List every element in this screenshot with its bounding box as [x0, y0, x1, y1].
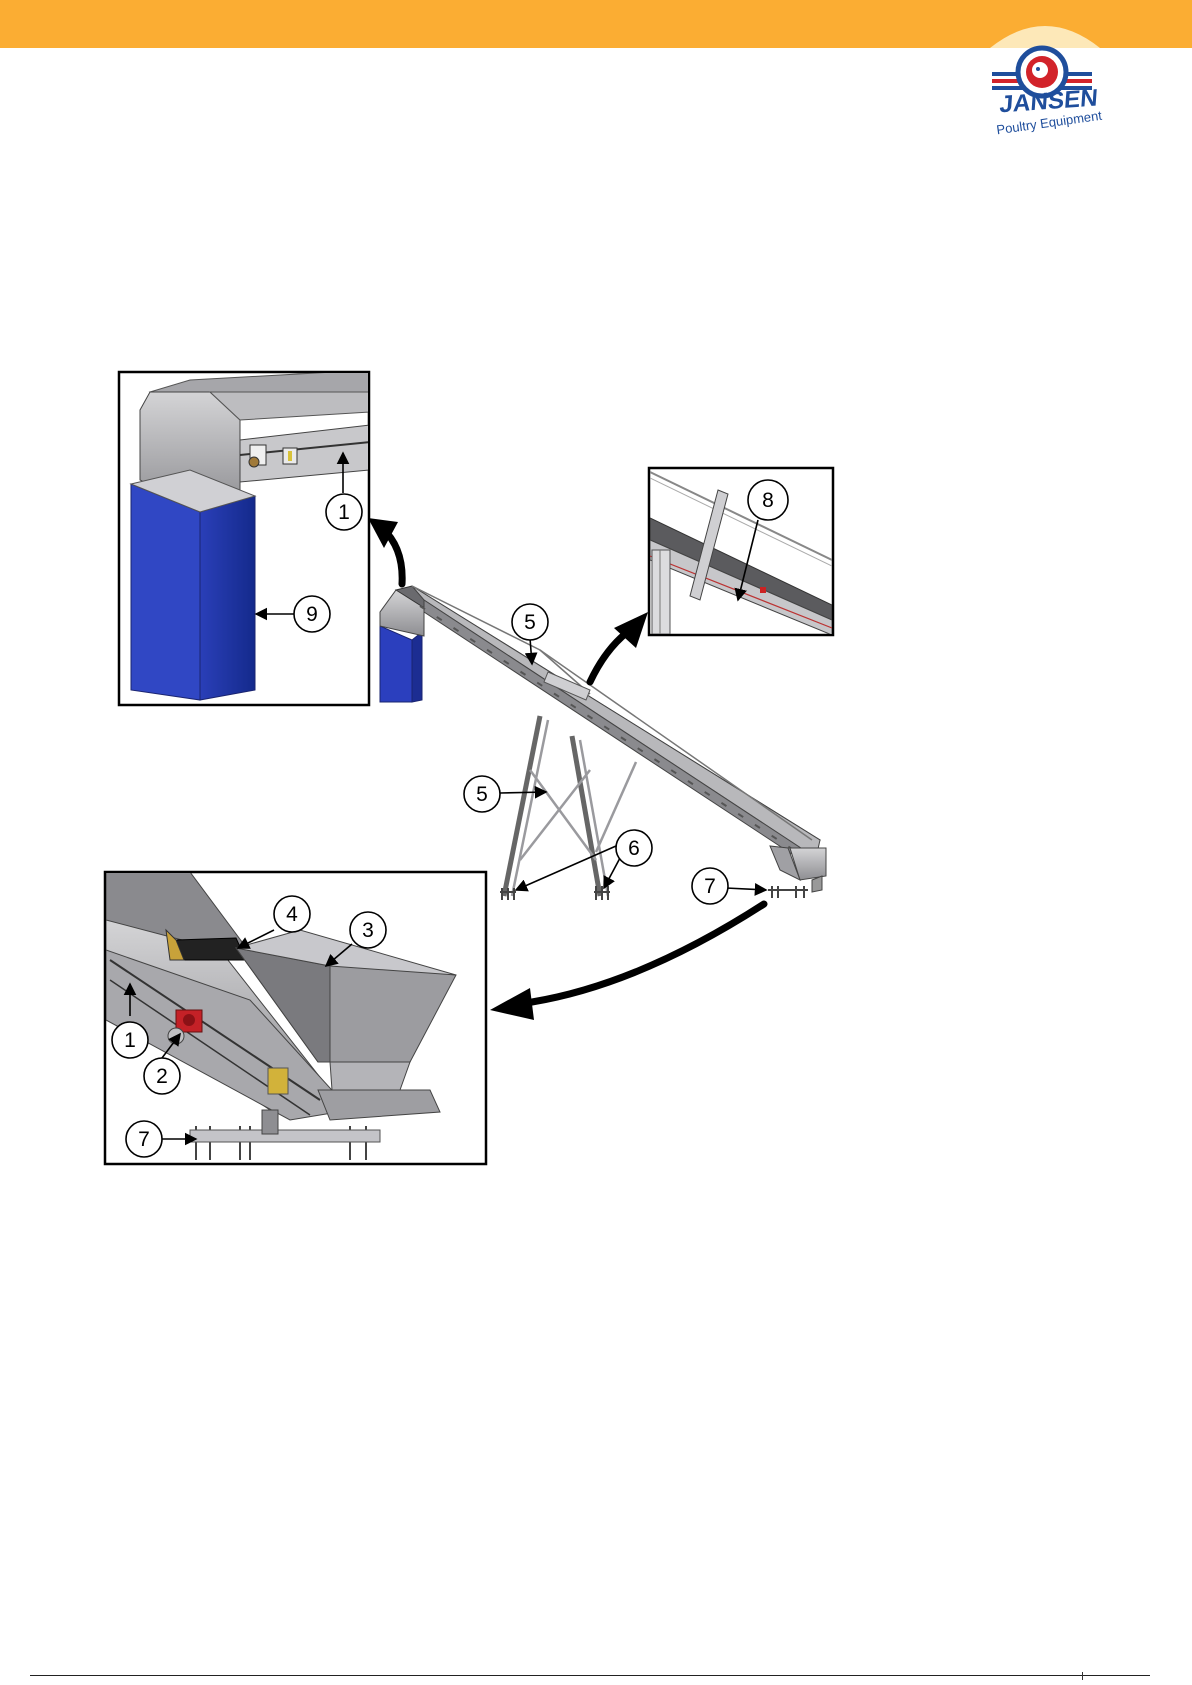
detail-belt-tension: [649, 468, 833, 635]
callout-9: 9: [306, 603, 318, 626]
footer-rule: [30, 1675, 1150, 1676]
detail-discharge-end: [119, 370, 370, 705]
callout-2: 2: [156, 1065, 168, 1088]
callout-8: 8: [762, 489, 774, 512]
callout-5-mid: 5: [476, 783, 488, 806]
footer-tick: [1082, 1672, 1083, 1680]
callout-1-bottom: 1: [124, 1029, 136, 1052]
callout-3: 3: [362, 919, 374, 942]
callout-6: 6: [628, 837, 640, 860]
callout-7-main: 7: [704, 875, 716, 898]
callout-4: 4: [286, 903, 298, 926]
callout-7-bottom: 7: [138, 1128, 150, 1151]
callout-5-top: 5: [524, 611, 536, 634]
callout-1-top: 1: [338, 501, 350, 524]
